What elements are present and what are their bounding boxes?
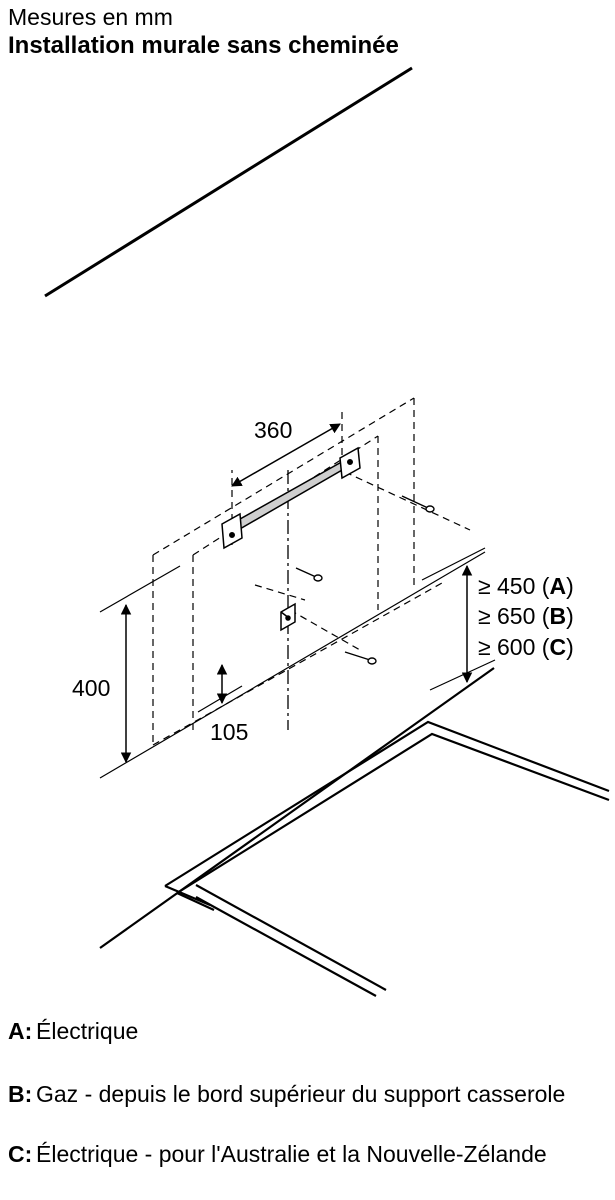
legend-text-c: Électrique - pour l'Australie et la Nouv… (36, 1141, 547, 1167)
hood-outline (152, 397, 471, 746)
height-dimension-label: 400 (72, 675, 110, 701)
installation-diagram: 360 400 105 ≥ 450 (A) ≥ 650 (B) ≥ 600 (C… (44, 66, 610, 997)
legend-text-a: Électrique (36, 1018, 139, 1044)
legend-key-c: C: (8, 1141, 33, 1167)
clearance-c-label: ≥ 600 (C) (478, 634, 574, 660)
clearance-a-label: ≥ 450 (A) (478, 573, 574, 599)
dimension-extension-lines (99, 547, 496, 779)
lower-bracket (280, 602, 296, 632)
legend-item-c: C: Électrique - pour l'Australie et la N… (8, 1141, 608, 1167)
offset-dimension-label: 105 (210, 719, 248, 745)
legend-key-b: B: (8, 1081, 33, 1107)
clearance-b-label: ≥ 650 (B) (478, 603, 574, 629)
legend-item-b: B: Gaz - depuis le bord supérieur du sup… (8, 1081, 608, 1107)
units-label: Mesures en mm (8, 4, 173, 30)
width-dimension-arrow (231, 423, 341, 487)
mounting-bracket (221, 446, 361, 550)
page-title: Installation murale sans cheminée (8, 32, 399, 59)
ceiling-line (44, 66, 413, 298)
screws (295, 495, 435, 665)
width-dimension-label: 360 (254, 417, 292, 443)
cooktop (99, 667, 610, 997)
legend-key-a: A: (8, 1018, 33, 1044)
legend-item-a: A: Électrique (8, 1018, 608, 1044)
legend-text-b: Gaz - depuis le bord supérieur du suppor… (36, 1081, 566, 1107)
